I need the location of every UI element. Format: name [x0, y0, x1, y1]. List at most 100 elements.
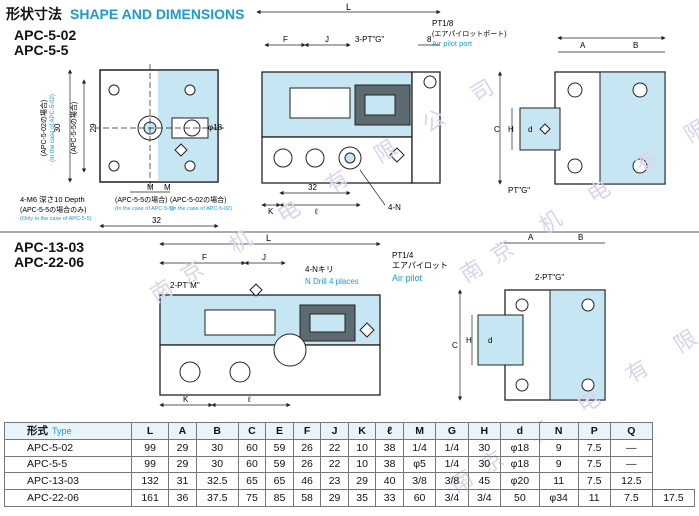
- cell-value: 3/4: [435, 489, 469, 507]
- col-header: B: [195, 422, 239, 440]
- svg-text:2-PT"G": 2-PT"G": [535, 273, 564, 282]
- cell-value: 99: [130, 438, 170, 457]
- model-apc-5-5: APC-5-5: [14, 42, 69, 58]
- cell-value: 33: [375, 489, 404, 507]
- svg-text:32: 32: [308, 183, 317, 192]
- cell-type: APC-13-03: [4, 472, 132, 491]
- cell-value: 60: [402, 489, 437, 507]
- cell-value: 40: [375, 472, 404, 491]
- cell-value: φ20: [499, 472, 540, 491]
- cell-value: 37.5: [195, 489, 239, 507]
- svg-text:32: 32: [152, 216, 161, 225]
- cell-value: 11: [577, 489, 611, 507]
- cell-value: 22: [320, 438, 349, 457]
- end-view-apc-5: A B C H d PT"G": [494, 35, 666, 195]
- cell-value: 32.5: [195, 472, 239, 491]
- cell-value: 45: [467, 472, 501, 491]
- cell-value: 65: [237, 472, 267, 491]
- cell-value: 59: [265, 455, 294, 474]
- svg-text:2-PT"M": 2-PT"M": [170, 281, 200, 290]
- svg-text:(In the case of APC-5-02): (In the case of APC-5-02): [50, 94, 56, 162]
- svg-text:L: L: [346, 2, 351, 12]
- svg-text:PT"G": PT"G": [508, 186, 530, 195]
- cell-value: 10: [347, 455, 377, 474]
- cell-value: 26: [292, 438, 322, 457]
- cell-value: 30: [195, 438, 239, 457]
- cell-value: 65: [265, 472, 294, 491]
- cell-value: 132: [130, 472, 170, 491]
- col-header: N: [538, 422, 579, 440]
- cell-value: 161: [130, 489, 170, 507]
- front-view-apc-5: 30 29 (APC-5-02の場合) (In the case of APC-…: [20, 64, 232, 229]
- svg-text:PT1/4: PT1/4: [392, 251, 414, 260]
- svg-text:3-PT"G": 3-PT"G": [355, 35, 384, 44]
- svg-text:C: C: [452, 341, 458, 350]
- col-header: J: [320, 422, 349, 440]
- cell-value: 50: [499, 489, 540, 507]
- cell-value: 46: [292, 472, 322, 491]
- svg-text:8: 8: [427, 35, 432, 44]
- cell-value: φ34: [538, 489, 579, 507]
- svg-text:ℓ: ℓ: [314, 207, 318, 216]
- svg-text:エアパイロット: エアパイロット: [392, 261, 448, 270]
- svg-text:(Only in the case of APC-5-5): (Only in the case of APC-5-5): [20, 216, 92, 222]
- svg-text:H: H: [508, 125, 514, 134]
- svg-text:PT1/8: PT1/8: [432, 19, 454, 28]
- cell-value: 3/4: [467, 489, 501, 507]
- col-header: P: [577, 422, 611, 440]
- svg-text:29: 29: [89, 123, 98, 132]
- svg-text:(In the case of APC-5-5): (In the case of APC-5-5): [115, 206, 174, 212]
- cell-value: 1/4: [435, 455, 469, 474]
- cell-value: 23: [320, 472, 349, 491]
- cell-value: 29: [168, 438, 197, 457]
- col-header: F: [292, 422, 322, 440]
- title-en: SHAPE AND DIMENSIONS: [70, 6, 245, 22]
- svg-text:H: H: [466, 336, 472, 345]
- model-label-section2: APC-13-03 APC-22-06: [14, 240, 84, 270]
- cell-value: 7.5: [577, 472, 611, 491]
- side-view-apc-5: L F J 8 3-PT"G" PT1/8 (エアパイロットポート) Air p…: [256, 2, 507, 216]
- col-header: C: [237, 422, 267, 440]
- cell-value: 58: [292, 489, 322, 507]
- svg-text:N Drill 4 places: N Drill 4 places: [305, 277, 359, 286]
- col-header: H: [467, 422, 501, 440]
- svg-text:A: A: [580, 41, 586, 50]
- col-header: ℓ: [375, 422, 404, 440]
- svg-text:d: d: [528, 125, 532, 134]
- svg-text:(In the case of APC-5-02): (In the case of APC-5-02): [170, 206, 232, 212]
- model-apc-13-03: APC-13-03: [14, 239, 85, 255]
- svg-text:(APC-5-5の場合のみ): (APC-5-5の場合のみ): [20, 205, 87, 214]
- cell-type: APC-5-02: [4, 438, 132, 457]
- cell-value: 10: [347, 438, 377, 457]
- cell-value: 7.5: [609, 489, 653, 507]
- col-header: d: [499, 422, 540, 440]
- svg-text:L: L: [266, 233, 271, 243]
- col-header: Q: [609, 422, 653, 440]
- svg-text:Air pilot: Air pilot: [392, 273, 423, 283]
- col-header: A: [168, 422, 197, 440]
- cell-value: 60: [237, 455, 267, 474]
- col-header: G: [435, 422, 469, 440]
- svg-text:F: F: [202, 253, 207, 262]
- cell-value: φ5: [402, 455, 437, 474]
- cell-value: 29: [320, 489, 349, 507]
- svg-text:4-Nキリ: 4-Nキリ: [305, 265, 334, 274]
- cell-value: —: [609, 438, 653, 457]
- model-label-section1: APC-5-02 APC-5-5: [14, 28, 76, 58]
- technical-drawings: 30 29 (APC-5-02の場合) (In the case of APC-…: [0, 2, 699, 408]
- col-header: M: [402, 422, 437, 440]
- svg-text:M: M: [147, 183, 154, 192]
- cell-value: 60: [237, 438, 267, 457]
- cell-value: 29: [168, 455, 197, 474]
- cell-value: 31: [168, 472, 197, 491]
- svg-text:(APC-5-02の場合): (APC-5-02の場合): [39, 100, 48, 156]
- cell-value: φ18: [499, 455, 540, 474]
- cell-value: 38: [375, 455, 404, 474]
